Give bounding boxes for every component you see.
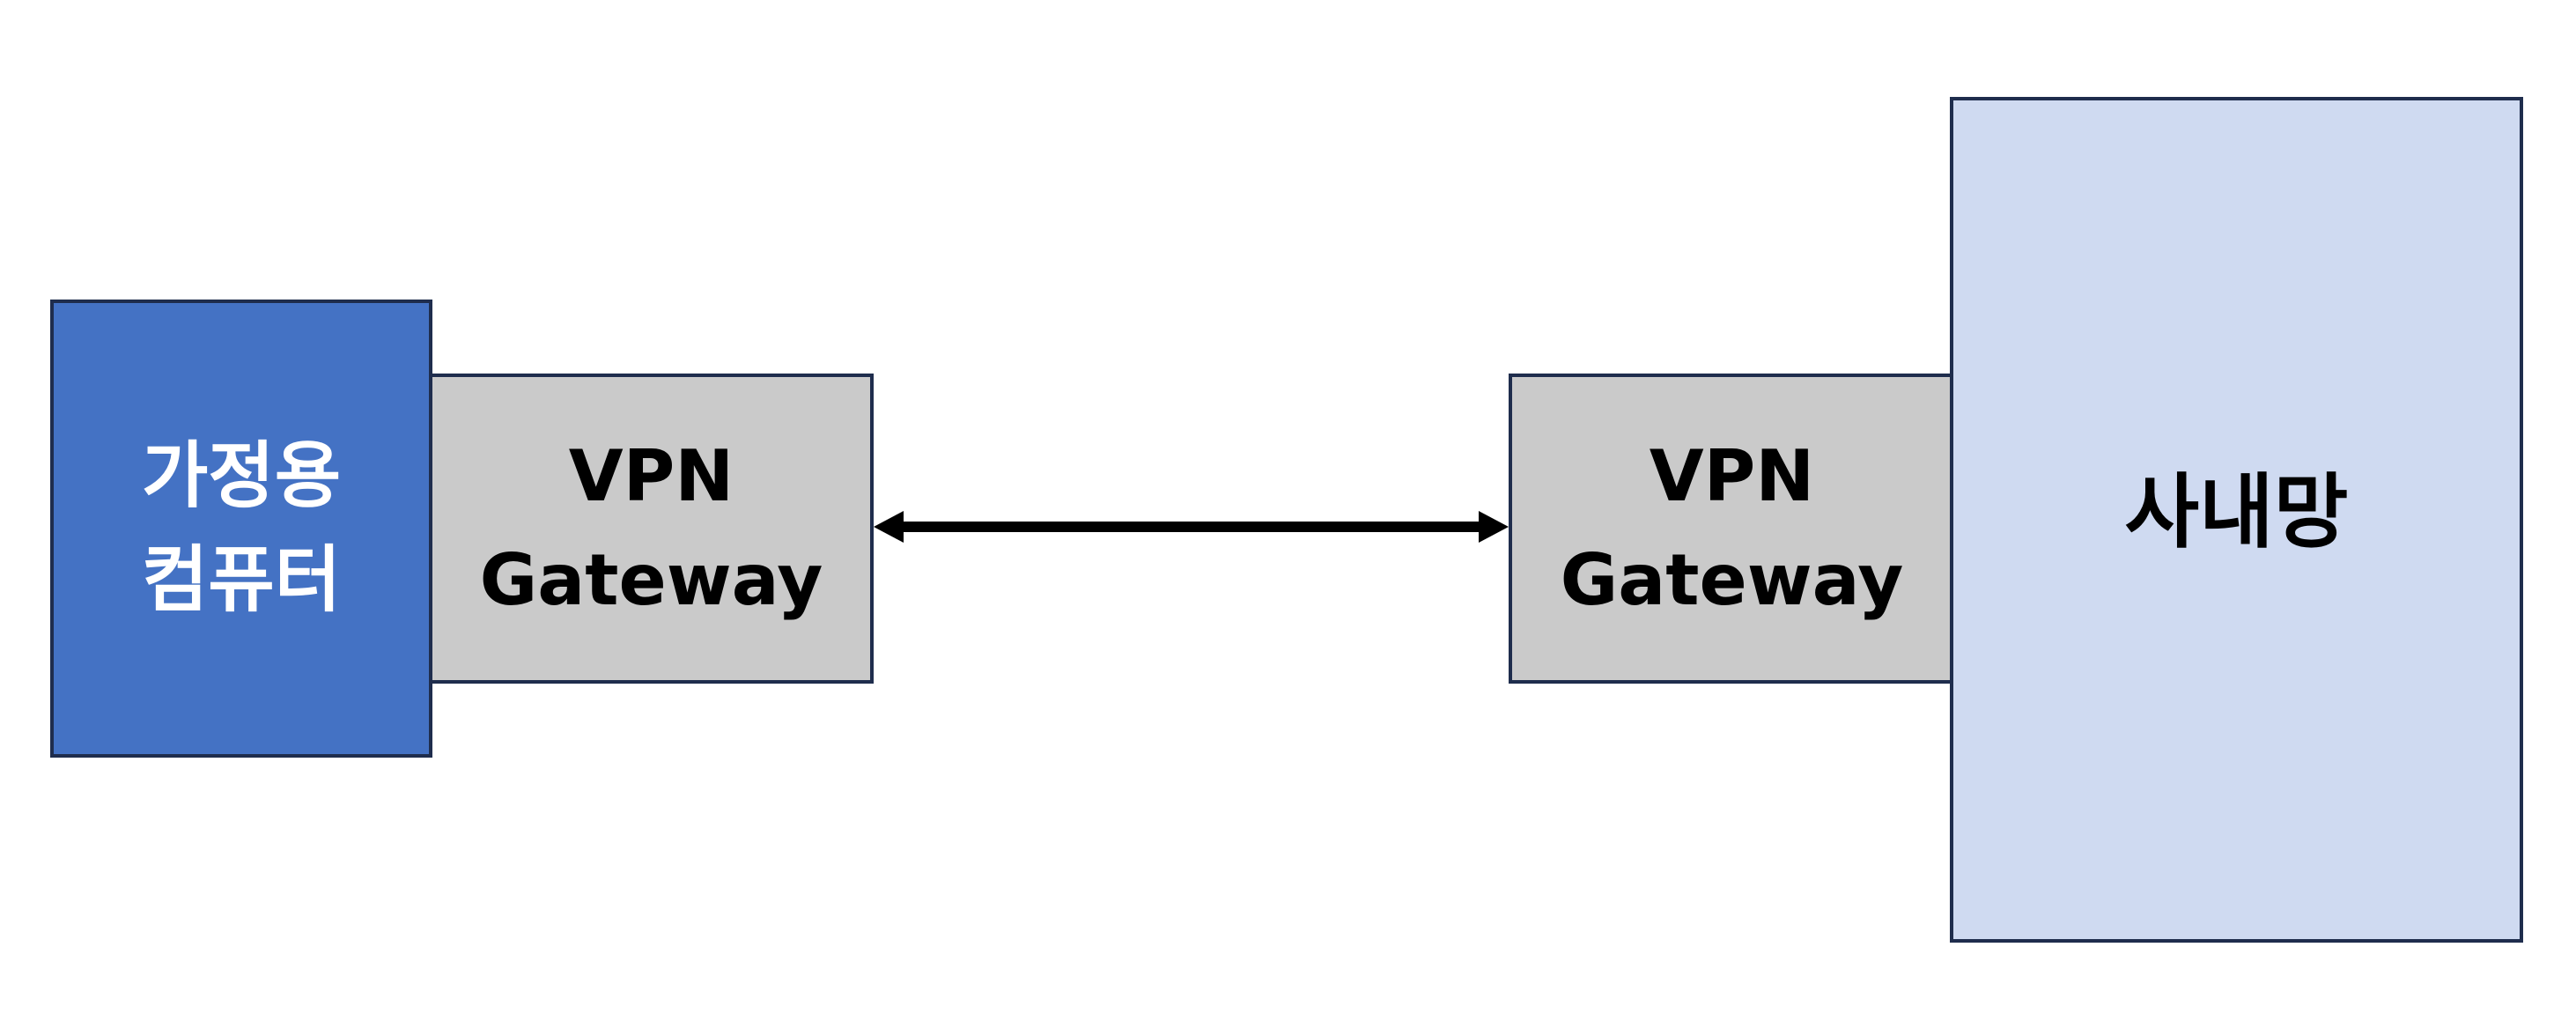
connector-arrowhead-left [874,511,904,543]
intranet-box: 사내망 [1950,97,2523,943]
vpn-gateway-left-box: VPN Gateway [429,374,874,684]
home-computer-label-line1: 가정용 [141,434,342,518]
vpn-gateway-right-label-line2: Gateway [1560,539,1904,621]
vpn-gateway-right-box: VPN Gateway [1509,374,1955,684]
vpn-gateway-left-label-line1: VPN [568,435,734,517]
vpn-gateway-right-label-line1: VPN [1649,435,1815,517]
home-computer-label-line2: 컴퓨터 [141,538,342,622]
vpn-gateway-left-label-line2: Gateway [479,539,823,621]
home-computer-box: 가정용 컴퓨터 [50,300,432,758]
connector-arrowhead-right [1479,511,1509,543]
intranet-label: 사내망 [2124,464,2349,559]
